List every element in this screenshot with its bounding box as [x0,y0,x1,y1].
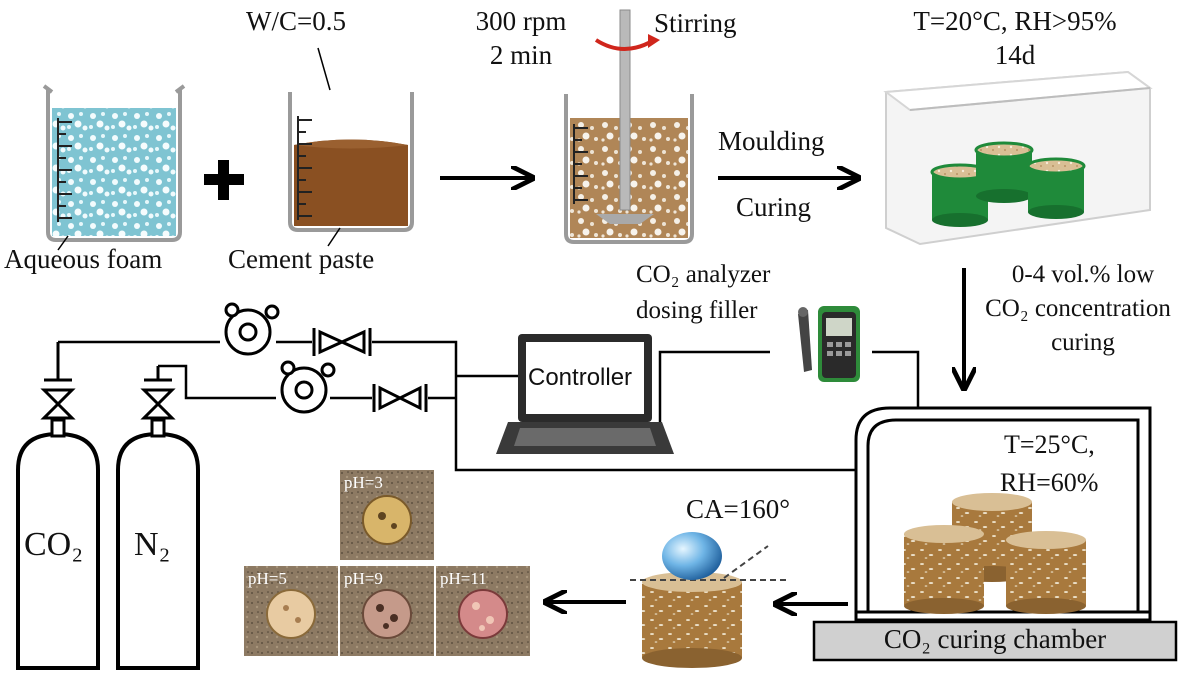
ph-label-11: pH=11 [440,569,487,588]
plus-icon [204,160,244,200]
chamber-samples [904,493,1086,614]
n2-cylinder-label: N₂ [134,526,171,563]
ph-tile-9 [340,566,434,656]
ph-label-3: pH=3 [344,473,383,492]
stir-time-label: 2 min [489,40,553,70]
ph-label-5: pH=5 [248,569,287,588]
moist-curing-duration: 14d [994,40,1036,70]
foam-beaker [42,84,186,251]
co2-cylinder [16,342,100,670]
chamber-label: CO₂ curing chamber [883,624,1107,654]
n2-cylinder [116,366,200,670]
co2-note-line1: 0-4 vol.% low [1011,261,1155,288]
mixing-beaker [564,9,694,244]
ph-tile-3 [340,470,434,560]
analyzer-label-line2: dosing filler [636,297,758,324]
stir-speed-label: 300 rpm [475,6,567,36]
chamber-rh-label: RH=60% [1000,468,1099,497]
laptop-icon [496,334,674,454]
wc-ratio-label: W/C=0.5 [246,6,346,36]
stirring-label: Stirring [654,8,737,38]
ph-label-9: pH=9 [344,569,383,588]
cement-beaker [288,47,414,247]
ph-tile-5 [244,566,338,656]
curing-box [883,70,1153,246]
valve-top [312,328,372,356]
water-droplet-icon [662,532,722,580]
co2-note-line3: curing [1051,329,1115,356]
co2-cylinder-label: CO₂ [24,526,84,563]
contact-angle-label: CA=160° [686,494,791,524]
gas-lines [58,340,920,472]
paste-label: Cement paste [228,244,375,274]
foam-label: Aqueous foam [4,244,163,274]
pressure-gauge-top [224,302,280,356]
co2-note-line2: CO₂ concentration [985,295,1171,322]
analyzer-label-line1: CO₂ analyzer [636,261,771,288]
chamber-temp-label: T=25°C, [1004,430,1095,459]
controller-label: Controller [528,364,633,391]
moist-curing-condition: T=20°C, RH>95% [913,6,1117,36]
ph-tile-11 [436,566,530,656]
contact-angle-sample [630,532,790,668]
co2-analyzer-icon [798,306,860,382]
pressure-gauge-bottom [280,360,336,414]
valve-bottom [372,384,428,412]
moulding-label: Moulding [718,126,825,156]
curing-label: Curing [736,192,812,222]
